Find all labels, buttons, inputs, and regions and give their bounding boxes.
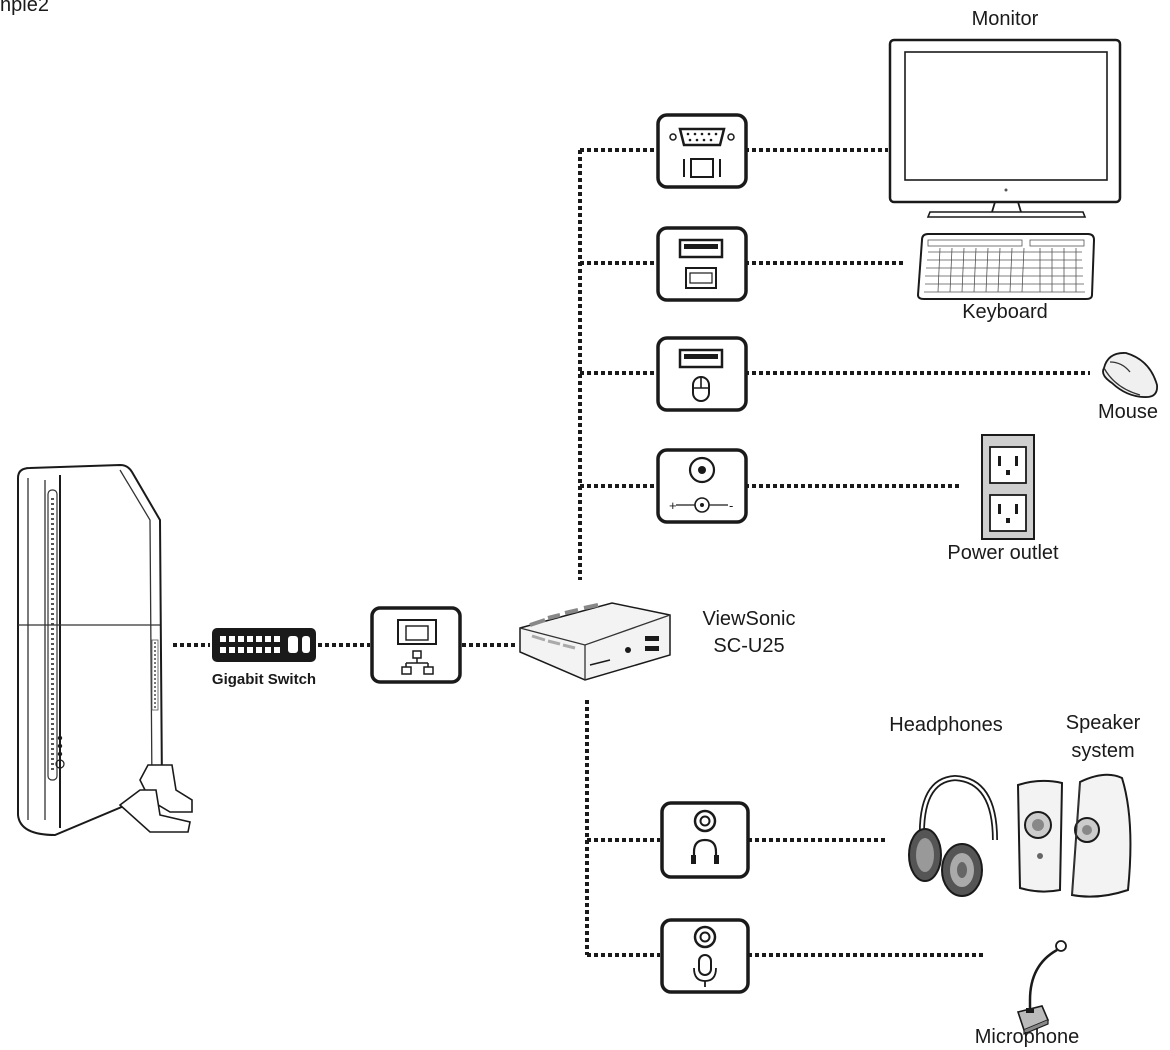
keyboard-label: Keyboard (962, 301, 1048, 323)
svg-text:+: + (669, 498, 677, 513)
microphone-icon (1016, 940, 1067, 1035)
connection-lines (173, 148, 1090, 957)
monitor-label: Monitor (971, 8, 1039, 30)
speakers-icon (1016, 773, 1132, 898)
corner-text: nple2 (0, 0, 49, 16)
ethernet-port-icon (370, 606, 462, 684)
gigabit-switch-icon (212, 628, 316, 662)
keyboard-icon (916, 233, 1096, 300)
usb-keyboard-port-icon (656, 226, 748, 302)
svg-text:-: - (729, 498, 733, 513)
speaker-label-line2: system (1071, 740, 1135, 762)
device-model-label: SC-U25 (713, 635, 785, 657)
power-outlet-icon (981, 434, 1035, 540)
power-outlet-label: Power outlet (947, 542, 1059, 564)
desktop-tower (17, 463, 193, 837)
headphone-port-icon (660, 801, 750, 879)
mouse-label: Mouse (1097, 401, 1159, 423)
viewsonic-device (519, 602, 671, 681)
headphones-label: Headphones (889, 714, 1003, 736)
device-name-label: ViewSonic (702, 608, 796, 630)
headphones-icon (908, 774, 998, 897)
gigabit-switch-label: Gigabit Switch (211, 671, 317, 688)
mouse-icon (1102, 352, 1158, 398)
speaker-label-line1: Speaker (1065, 712, 1141, 734)
microphone-port-icon (660, 918, 750, 994)
microphone-label: Microphone (974, 1026, 1080, 1048)
dc-power-port-icon: + - (656, 448, 748, 524)
vga-port-icon (656, 113, 748, 189)
usb-mouse-port-icon (656, 336, 748, 412)
monitor-icon (888, 38, 1122, 218)
